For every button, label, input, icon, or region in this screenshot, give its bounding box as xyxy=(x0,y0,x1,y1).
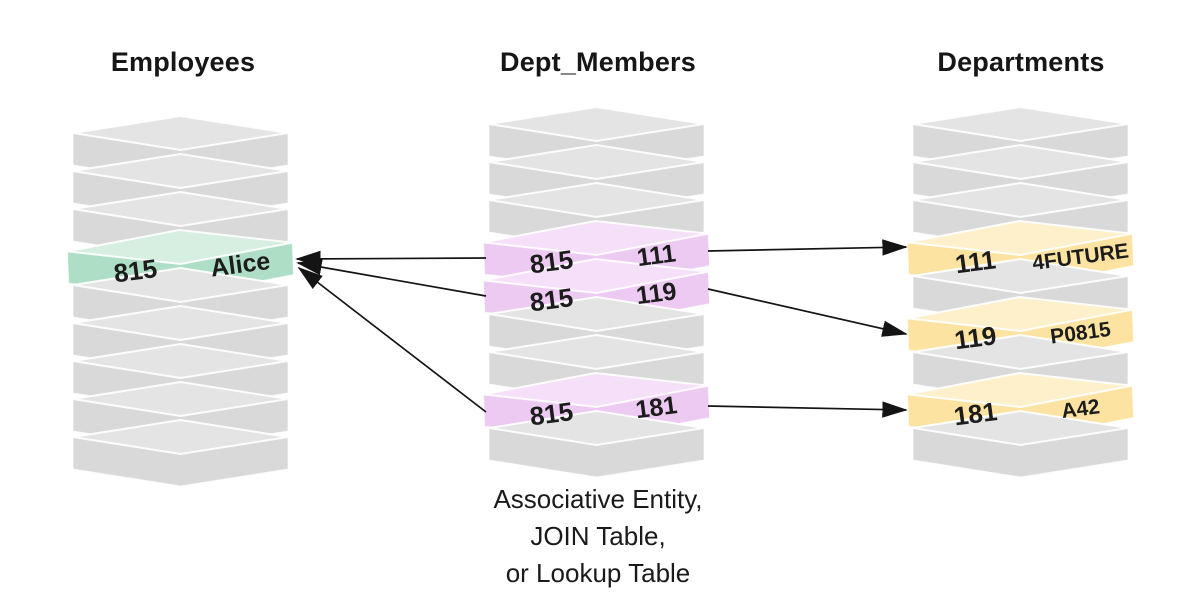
record-key: 815 xyxy=(528,282,575,317)
slab-top-face xyxy=(906,220,1134,256)
stack-title-employees: Employees xyxy=(110,47,256,77)
record-slab xyxy=(72,419,289,487)
relation-arrow xyxy=(707,288,908,337)
record-value: 111 xyxy=(635,239,677,272)
slab-top-face xyxy=(488,182,705,218)
slab-top-face xyxy=(906,372,1134,408)
slab-top-face xyxy=(488,296,705,332)
stack-title-dept-members: Dept_Members xyxy=(500,47,696,77)
record-key: 119 xyxy=(953,320,999,355)
slab-top-face xyxy=(72,343,289,379)
slab-top-face xyxy=(482,372,710,408)
slab-top-face xyxy=(72,305,289,341)
slab-top-face xyxy=(72,381,289,417)
table-stack-employees xyxy=(66,115,295,487)
table-stack-departments xyxy=(906,106,1135,478)
stack-title-departments: Departments xyxy=(937,47,1105,77)
slab-top-face xyxy=(488,334,705,370)
record-value: A42 xyxy=(1060,395,1101,423)
stacks-layer xyxy=(66,106,1135,487)
slab-top-face xyxy=(488,144,705,180)
slab-top-face xyxy=(72,191,289,227)
slab-top-face xyxy=(488,410,705,446)
record-key: 815 xyxy=(528,244,575,279)
relation-arrow xyxy=(296,259,487,297)
slab-top-face xyxy=(482,220,710,256)
slab-top-face xyxy=(912,334,1129,370)
slab-top-face xyxy=(488,106,705,142)
slab-top-face xyxy=(72,115,289,151)
record-value: 119 xyxy=(635,277,679,310)
join-table-caption: Associative Entity, JOIN Table, or Looku… xyxy=(418,481,778,592)
relation-arrow xyxy=(297,266,487,413)
record-key: 111 xyxy=(953,244,997,279)
caption-line: or Lookup Table xyxy=(505,558,691,588)
record-slab xyxy=(912,410,1129,478)
caption-line: Associative Entity, xyxy=(493,484,703,514)
slab-top-face xyxy=(912,182,1129,218)
relation-arrow xyxy=(707,239,908,256)
slab-top-face xyxy=(906,296,1134,332)
slab-top-face xyxy=(482,258,710,294)
slab-top-face xyxy=(66,229,294,265)
arrows-layer xyxy=(295,239,908,418)
record-value: 181 xyxy=(634,391,679,424)
slab-top-face xyxy=(912,106,1129,142)
record-key: 181 xyxy=(952,396,999,431)
relation-arrow xyxy=(295,250,487,268)
record-key: 815 xyxy=(112,253,159,288)
slab-top-face xyxy=(72,419,289,455)
table-stack-dept-members xyxy=(482,106,711,478)
record-slab xyxy=(488,410,705,478)
slab-top-face xyxy=(912,144,1129,180)
record-key: 815 xyxy=(528,396,575,431)
slab-top-face xyxy=(912,410,1129,446)
relation-arrow xyxy=(707,401,908,418)
slab-top-face xyxy=(912,258,1129,294)
caption-line: JOIN Table, xyxy=(530,521,666,551)
slab-top-face xyxy=(72,267,289,303)
slab-top-face xyxy=(72,153,289,189)
